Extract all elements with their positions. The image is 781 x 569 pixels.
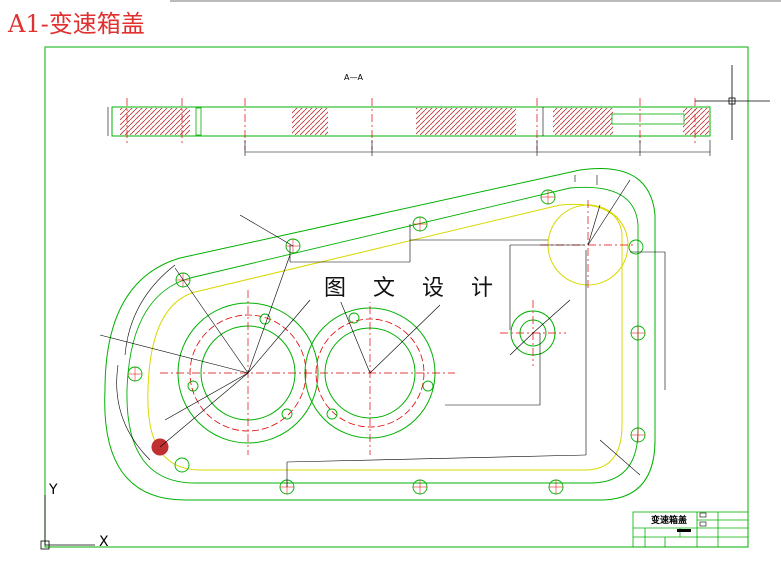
cover-outline-outer <box>104 168 656 501</box>
section-hatch <box>553 108 613 135</box>
page-title: A1-变速箱盖 <box>8 10 145 38</box>
section-hatch <box>120 108 190 135</box>
dimension-arc <box>124 264 176 356</box>
title-block-mark <box>699 521 707 527</box>
ucs-icon <box>40 495 95 550</box>
inner-wall <box>147 203 623 471</box>
section-body <box>111 106 711 137</box>
section-label: A—A <box>344 73 363 82</box>
ucs-y-label: Y <box>48 482 58 498</box>
section-hatch <box>683 108 709 135</box>
plan-view <box>99 168 666 501</box>
title-block-mark <box>677 529 691 532</box>
section-hatch <box>292 108 328 135</box>
ucs-x-label: X <box>99 534 109 550</box>
section-hatch <box>416 108 516 135</box>
section-view <box>107 98 711 156</box>
drawing-border <box>44 46 749 548</box>
crosshair-cursor-icon <box>695 65 770 140</box>
title-block-part-name: 变速箱盖 <box>651 514 687 526</box>
title-block-mark <box>699 512 707 518</box>
dimension-arc <box>116 364 151 461</box>
section-slot <box>611 113 685 125</box>
watermark-text: 图 文 设 计 <box>322 270 505 302</box>
cover-outline-inner <box>126 186 639 484</box>
section-notch <box>195 107 202 136</box>
title-block <box>632 511 749 548</box>
